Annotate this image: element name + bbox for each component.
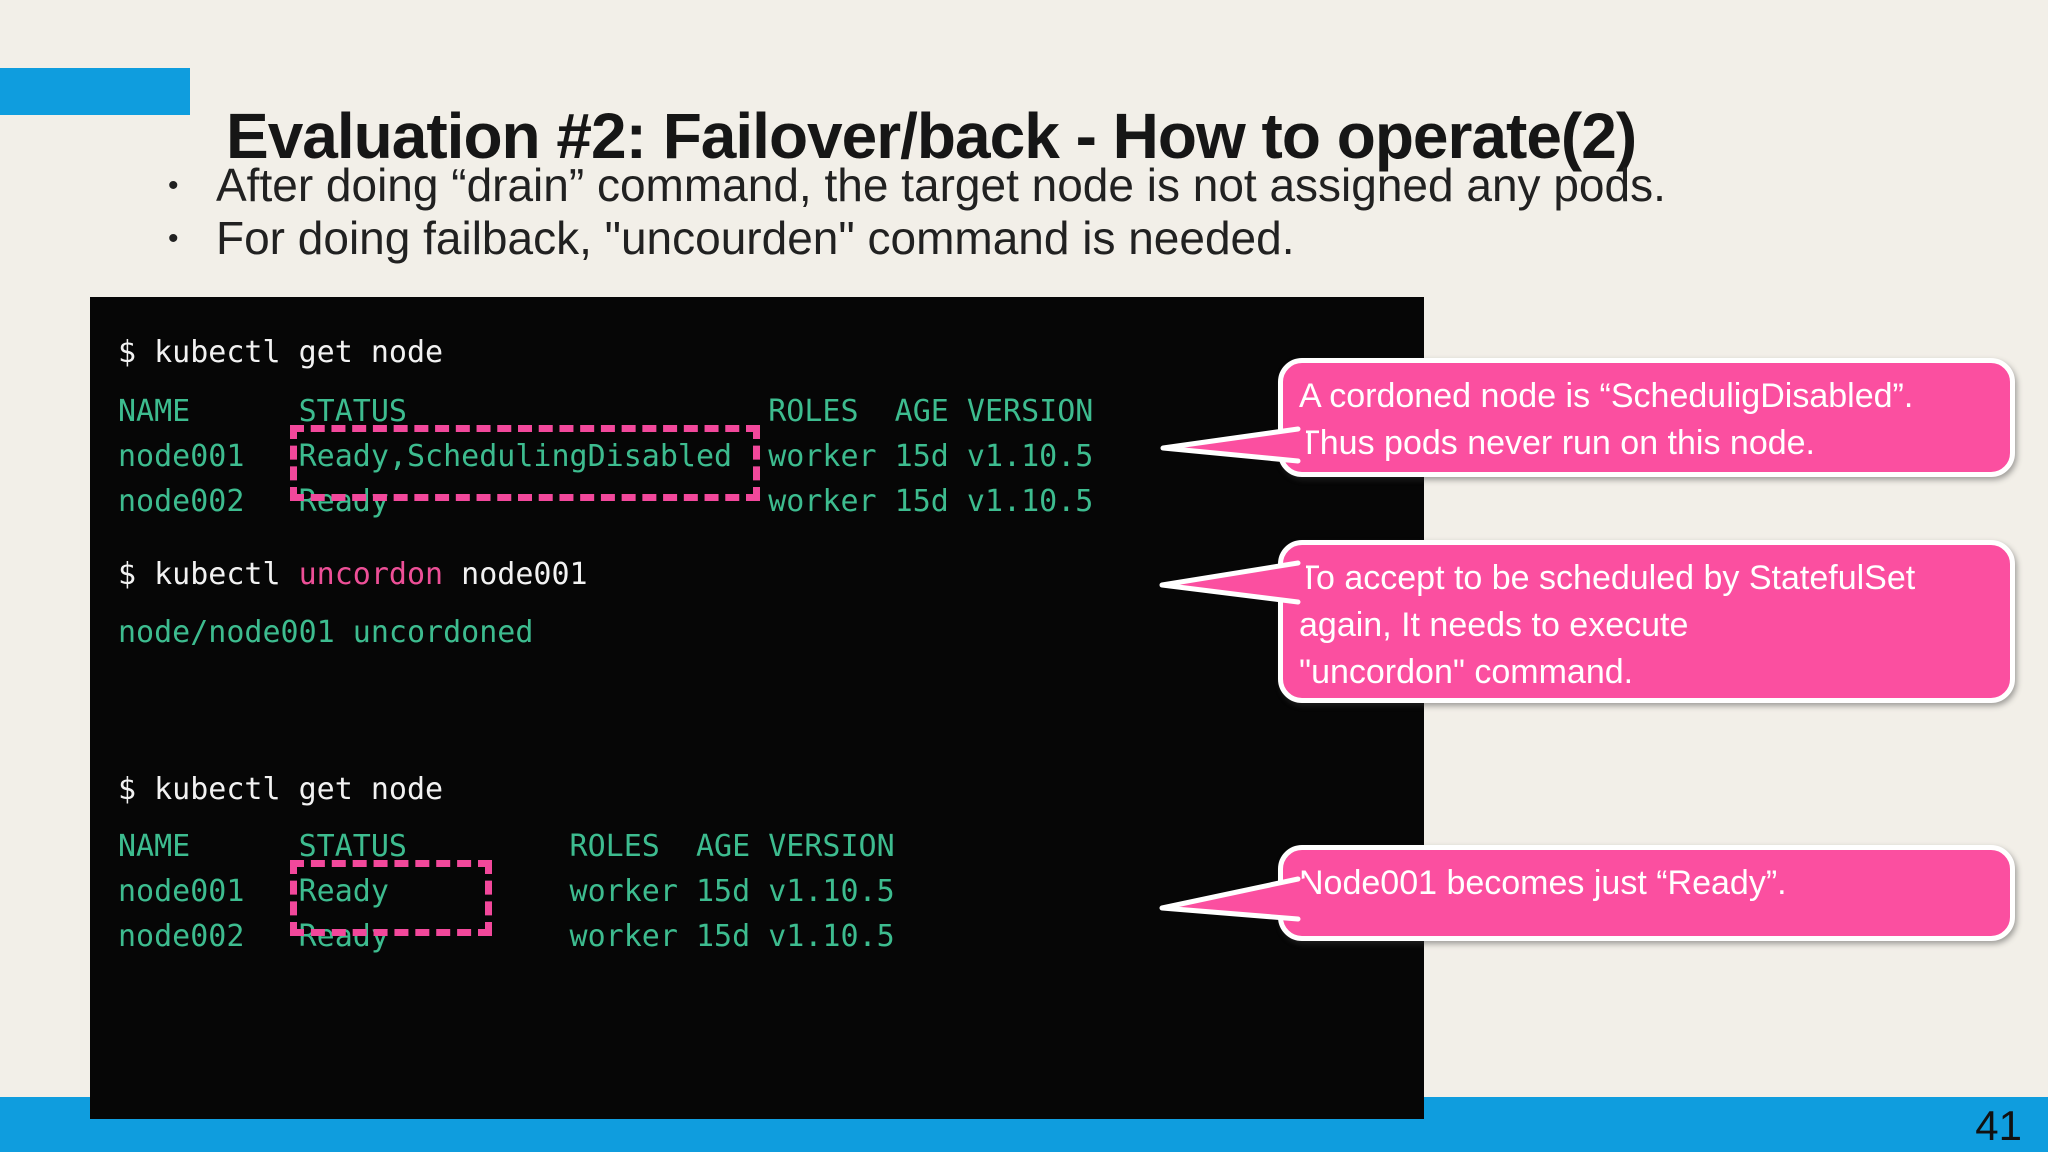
callout-uncordon-needed: To accept to be scheduled by StatefulSet… bbox=[1278, 540, 2015, 703]
page-number: 41 bbox=[1975, 1102, 2022, 1149]
callout-text-line: Node001 becomes just “Ready”. bbox=[1299, 864, 1787, 902]
command-segment: $ kubectl get node bbox=[118, 335, 444, 370]
callout-tail-icon bbox=[1159, 560, 1306, 605]
highlight-schedulingdisabled bbox=[290, 425, 760, 501]
terminal-command-uncordon-command: $ kubectl uncordon node001 bbox=[118, 552, 588, 597]
terminal-command-first-get-node: $ kubectl get node bbox=[118, 330, 443, 375]
command-segment: $ kubectl bbox=[118, 557, 299, 592]
terminal-output-first-get-node: NAME STATUS ROLES AGE VERSION node001 Re… bbox=[118, 394, 1094, 519]
highlight-ready bbox=[290, 860, 492, 936]
command-segment: $ kubectl get node bbox=[118, 772, 444, 807]
callout-text-line: To accept to be scheduled by StatefulSet bbox=[1299, 559, 1916, 597]
bullet-item: For doing failback, "uncourden" command … bbox=[168, 212, 1666, 265]
callout-text-line: again, It needs to execute bbox=[1299, 606, 1689, 644]
bullet-item: After doing “drain” command, the target … bbox=[168, 159, 1666, 212]
bullet-list: After doing “drain” command, the target … bbox=[168, 159, 1666, 265]
callout-tail-icon bbox=[1159, 876, 1306, 922]
title-accent-bar bbox=[0, 68, 190, 115]
command-segment: node001 bbox=[443, 557, 588, 592]
callout-text-line: "uncordon" command. bbox=[1299, 653, 1634, 691]
callout-text-line: A cordoned node is “ScheduligDisabled”. bbox=[1299, 377, 1914, 415]
terminal-output-second-get-node: NAME STATUS ROLES AGE VERSION node001 Re… bbox=[118, 829, 895, 954]
command-segment: uncordon bbox=[298, 557, 444, 592]
terminal-output-uncordon-command: node/node001 uncordoned bbox=[118, 615, 534, 650]
callout-cordoned-node: A cordoned node is “ScheduligDisabled”. T… bbox=[1278, 358, 2015, 477]
terminal-command-second-get-node: $ kubectl get node bbox=[118, 767, 443, 812]
callout-ready-again: Node001 becomes just “Ready”. bbox=[1278, 845, 2015, 941]
callout-text-line: Thus pods never run on this node. bbox=[1299, 424, 1815, 462]
callout-tail-icon bbox=[1160, 426, 1306, 464]
